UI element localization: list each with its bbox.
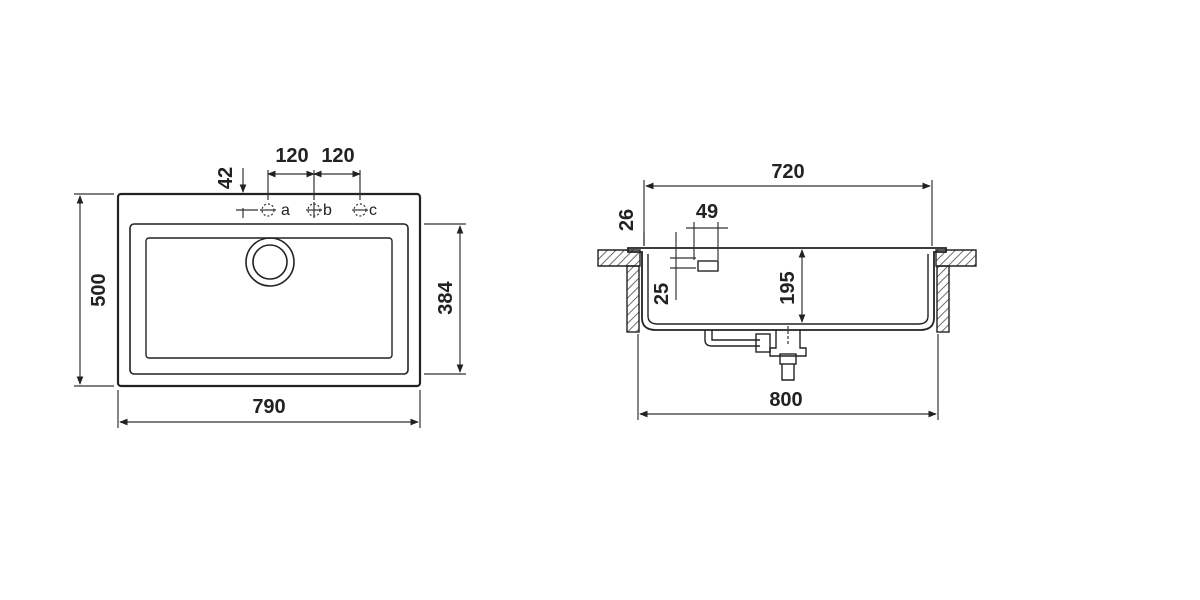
dimension-width: 790 [117, 390, 421, 428]
section-view: 720 26 49 25 195 [597, 161, 977, 420]
dimension-spacing-bc-label: 120 [321, 145, 354, 167]
tap-hole-b-label: b [323, 202, 332, 219]
dimension-rim-label: 26 [616, 209, 638, 231]
sink-section-inner [647, 254, 929, 325]
drain-inner [252, 244, 288, 280]
dimension-bowl-height-label: 384 [435, 280, 457, 314]
tap-hole-b: b [306, 202, 332, 219]
waste-pipe [704, 326, 807, 381]
dimension-overflow-width-label: 49 [696, 201, 718, 223]
dimension-spacing-ab-label: 120 [275, 145, 308, 167]
cabinet-wall-left [626, 265, 640, 333]
countertop-right [935, 249, 977, 267]
bowl-inner-outline [145, 237, 393, 359]
overflow-slot [697, 260, 719, 272]
tap-hole-a-label: a [281, 202, 290, 219]
tap-hole-a: a [260, 202, 290, 219]
dimension-height-label: 500 [88, 273, 110, 306]
dimension-cabinet-width: 800 [637, 334, 939, 420]
cabinet-wall-right [936, 265, 950, 333]
dimension-overflow-offset-label: 25 [651, 283, 673, 305]
dimension-spacing-ab: 120 [267, 145, 361, 200]
dimension-spacing-bc: 120 [313, 145, 361, 178]
bowl-outline [129, 223, 409, 375]
tap-hole-c: c [352, 202, 377, 219]
dimension-tap-offset: 42 [215, 167, 247, 218]
drain-outer [245, 237, 295, 287]
dimension-top-width: 720 [643, 161, 933, 246]
tap-hole-c-label: c [369, 202, 377, 219]
dimension-top-width-label: 720 [771, 161, 804, 183]
countertop-left [597, 249, 641, 267]
dimension-overflow-width: 49 [686, 201, 728, 260]
dimension-bowl-height: 384 [424, 223, 466, 375]
dimension-overflow-offset: 25 [651, 232, 696, 305]
dimension-rim: 26 [616, 209, 645, 246]
dimension-tap-offset-label: 42 [215, 167, 237, 189]
dimension-depth: 195 [777, 249, 806, 323]
top-view: a b c 42 120 1 [74, 145, 466, 428]
dimension-depth-label: 195 [777, 271, 799, 304]
dimension-cabinet-width-label: 800 [769, 389, 802, 411]
sink-outline [116, 192, 422, 388]
dimension-height: 500 [74, 193, 114, 387]
dimension-width-label: 790 [252, 396, 285, 418]
sink-section-outer [627, 247, 947, 331]
